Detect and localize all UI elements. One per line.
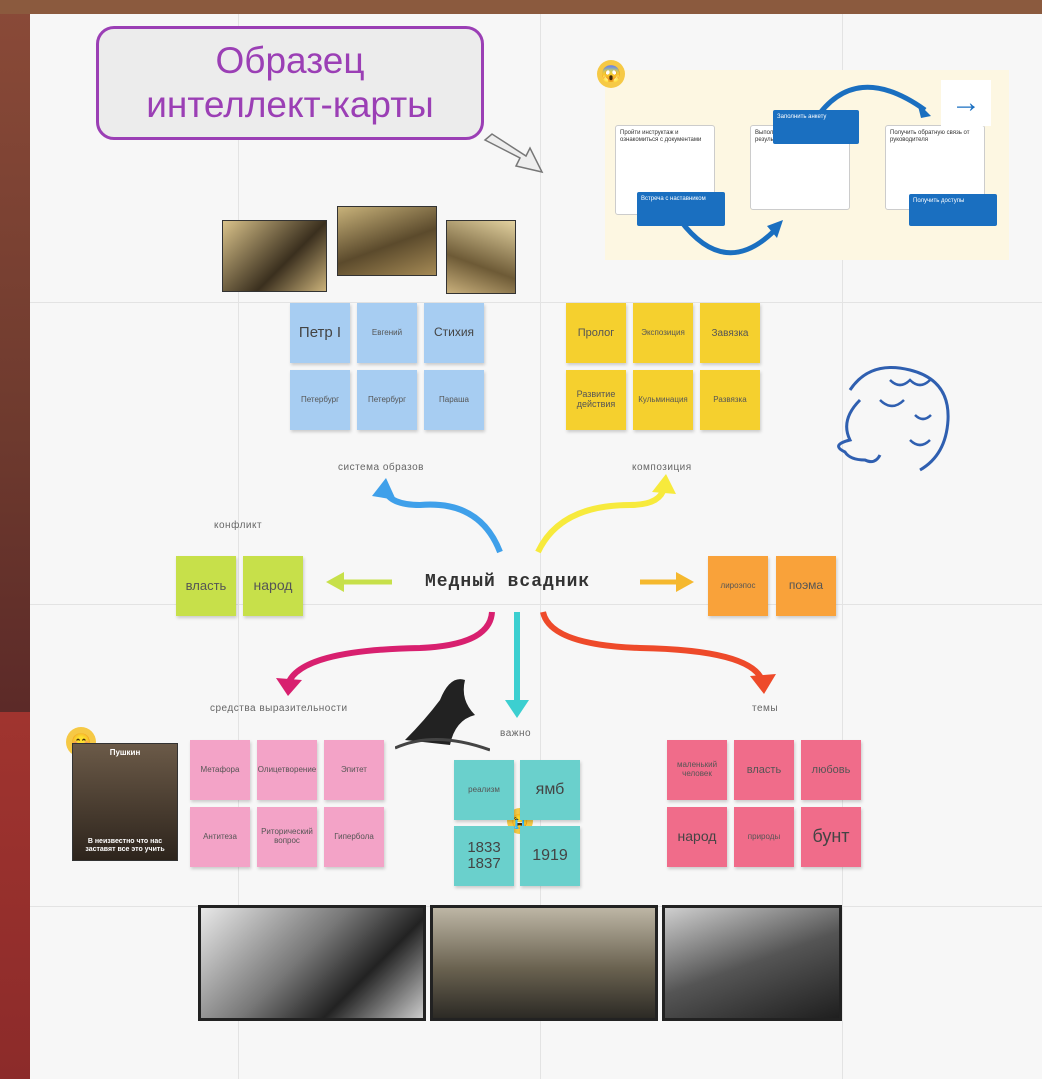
bottom-illustration-1[interactable] xyxy=(198,905,426,1021)
illustration-image-3[interactable] xyxy=(446,220,516,294)
title-box[interactable]: Образец интеллект-карты xyxy=(96,26,484,140)
sticky-note-yellow-3[interactable]: Завязка xyxy=(700,303,760,363)
meme-bottom-text: В неизвестно что нас заставят все это уч… xyxy=(85,837,165,853)
bottom-illustration-2[interactable] xyxy=(430,905,658,1021)
bottom-illustration-3[interactable] xyxy=(662,905,842,1021)
horseman-sketch-image[interactable] xyxy=(395,660,490,752)
label-composition: композиция xyxy=(632,462,692,473)
sticky-note-blue-3[interactable]: Стихия xyxy=(424,303,484,363)
sticky-note-green-2[interactable]: народ xyxy=(243,556,303,616)
sticky-note-teal-4[interactable]: 1919 xyxy=(520,826,580,886)
meme-top-text: Пушкин xyxy=(109,748,141,757)
sticky-note-red-4[interactable]: народ xyxy=(667,807,727,867)
title-line2: интеллект-карты xyxy=(146,84,434,125)
sticky-note-pink-4[interactable]: Антитеза xyxy=(190,807,250,867)
sticky-note-teal-3[interactable]: 1833 1837 xyxy=(454,826,514,886)
sticky-note-yellow-2[interactable]: Экспозиция xyxy=(633,303,693,363)
sticky-note-teal-1[interactable]: реализм xyxy=(454,760,514,820)
label-themes: темы xyxy=(752,703,779,714)
sticky-note-red-6[interactable]: бунт xyxy=(801,807,861,867)
sticky-note-pink-6[interactable]: Гипербола xyxy=(324,807,384,867)
sticky-note-pink-1[interactable]: Метафора xyxy=(190,740,250,800)
sticky-note-pink-3[interactable]: Эпитет xyxy=(324,740,384,800)
sticky-note-red-5[interactable]: природы xyxy=(734,807,794,867)
shocked-emoji-icon: 😱 xyxy=(597,60,625,88)
sticky-note-teal-2[interactable]: ямб xyxy=(520,760,580,820)
sticky-note-orange-1[interactable]: лироэпос xyxy=(708,556,768,616)
sticky-note-yellow-4[interactable]: Развитие действия xyxy=(566,370,626,430)
title-line1: Образец xyxy=(215,40,365,82)
sticky-note-green-1[interactable]: власть xyxy=(176,556,236,616)
sticky-note-red-3[interactable]: любовь xyxy=(801,740,861,800)
diagram-arrows xyxy=(678,84,931,256)
label-images: система образов xyxy=(338,462,424,473)
central-topic[interactable]: Медный всадник xyxy=(425,572,591,592)
sticky-note-blue-1[interactable]: Петр I xyxy=(290,303,350,363)
sticky-note-pink-2[interactable]: Олицетворение xyxy=(257,740,317,800)
diagram-blue-note-2: Заполнить анкету xyxy=(773,110,859,144)
pointer-arrow-icon xyxy=(483,133,544,174)
sticky-note-blue-5[interactable]: Петербург xyxy=(357,370,417,430)
arrow-right-icon: → xyxy=(941,80,991,126)
sticky-note-yellow-6[interactable]: Развязка xyxy=(700,370,760,430)
sticky-note-red-1[interactable]: маленький человек xyxy=(667,740,727,800)
pushkin-sketch-image[interactable] xyxy=(820,360,960,480)
sticky-note-yellow-1[interactable]: Пролог xyxy=(566,303,626,363)
label-conflict: конфликт xyxy=(214,520,263,531)
label-important: важно xyxy=(500,728,532,739)
sticky-note-pink-5[interactable]: Риторический вопрос xyxy=(257,807,317,867)
meme-image[interactable]: Пушкин В неизвестно что нас заставят все… xyxy=(72,743,178,861)
sticky-note-blue-4[interactable]: Петербург xyxy=(290,370,350,430)
label-means: средства выразительности xyxy=(210,703,348,714)
sticky-note-orange-2[interactable]: поэма xyxy=(776,556,836,616)
illustration-image-2[interactable] xyxy=(337,206,437,276)
sticky-note-red-2[interactable]: власть xyxy=(734,740,794,800)
sticky-note-yellow-5[interactable]: Кульминация xyxy=(633,370,693,430)
sticky-note-blue-2[interactable]: Евгений xyxy=(357,303,417,363)
diagram-blue-note-1: Встреча с наставником xyxy=(637,192,725,226)
background-texture xyxy=(0,0,1042,14)
illustration-image-1[interactable] xyxy=(222,220,327,292)
sticky-note-blue-6[interactable]: Параша xyxy=(424,370,484,430)
process-diagram[interactable]: Пройти инструктаж и ознакомиться с докум… xyxy=(605,70,1009,260)
diagram-blue-note-3: Получить доступы xyxy=(909,194,997,226)
